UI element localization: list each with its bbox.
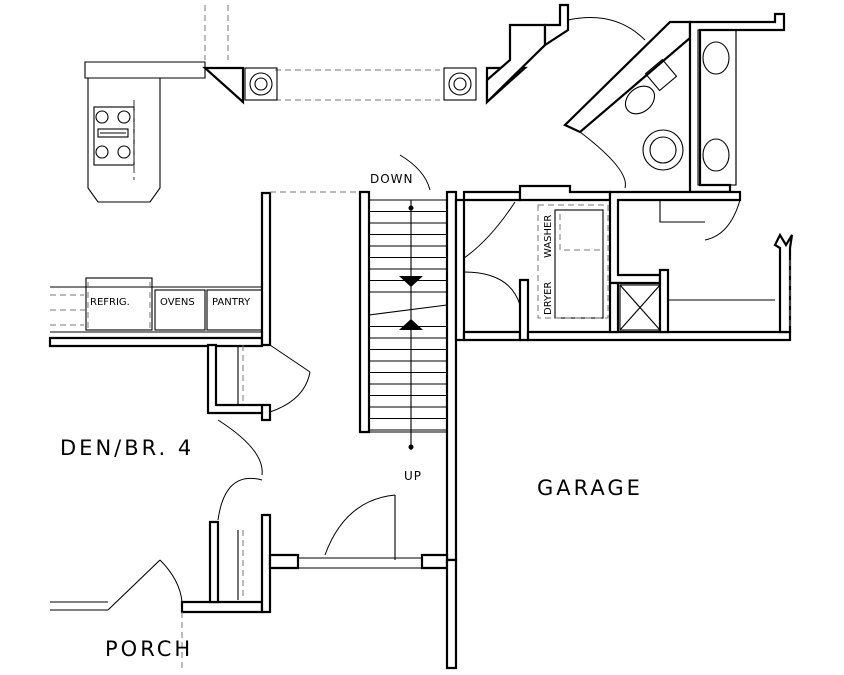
porch-label: PORCH <box>105 637 193 661</box>
den-bedroom-label: DEN/BR. 4 <box>60 436 194 460</box>
column-left <box>244 67 278 101</box>
interior-walls: DRYER WASHER <box>48 184 794 670</box>
stairs-up-label: UP <box>404 469 422 483</box>
kitchen-upper-area <box>202 5 528 105</box>
washer-label: WASHER <box>543 215 554 258</box>
kitchen-counter: REFRIG. OVENS PANTRY <box>50 277 263 333</box>
bath-sink <box>642 129 684 171</box>
pantry-label: PANTRY <box>212 297 251 308</box>
cooktop <box>93 106 135 166</box>
upper-right-bath <box>485 3 786 194</box>
staircase <box>360 199 447 433</box>
kitchen-island <box>84 61 206 203</box>
stairs-down-label: DOWN <box>370 172 414 186</box>
toilet-fixture <box>624 58 678 115</box>
stair-arrows <box>368 200 448 450</box>
dryer-label: DRYER <box>543 282 554 315</box>
column-right <box>443 67 477 101</box>
refrigerator-label: REFRIG. <box>90 297 130 308</box>
garage-label: GARAGE <box>537 476 643 500</box>
ovens-label: OVENS <box>160 297 195 308</box>
